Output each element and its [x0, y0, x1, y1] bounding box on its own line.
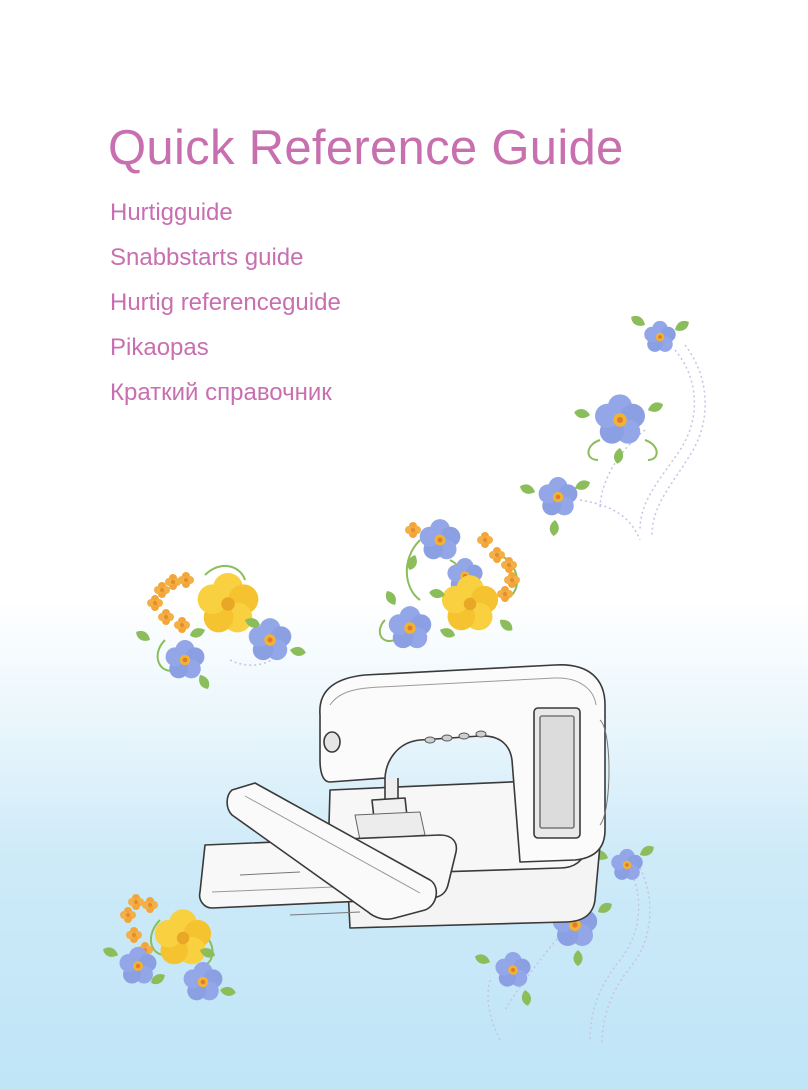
subtitle-swedish: Snabbstarts guide — [110, 244, 304, 271]
subtitle-danish: Hurtig referenceguide — [110, 289, 341, 316]
center-flower-spray — [378, 519, 520, 649]
bottom-left-flower-spray — [101, 894, 237, 1001]
bottom-right-flower-spray — [473, 843, 657, 1046]
left-flower-spray — [133, 565, 307, 692]
subtitle-norwegian: Hurtigguide — [110, 199, 233, 226]
embroidery-machine-illustration — [198, 664, 610, 929]
upper-right-flower-spray — [518, 313, 706, 541]
guide-title: Quick Reference Guide — [108, 121, 624, 175]
subtitle-finnish: Pikaopas — [110, 334, 209, 361]
translated-titles-list: Hurtigguide Snabbstarts guide Hurtig ref… — [110, 195, 341, 420]
subtitle-russian: Краткий справочник — [110, 379, 332, 406]
